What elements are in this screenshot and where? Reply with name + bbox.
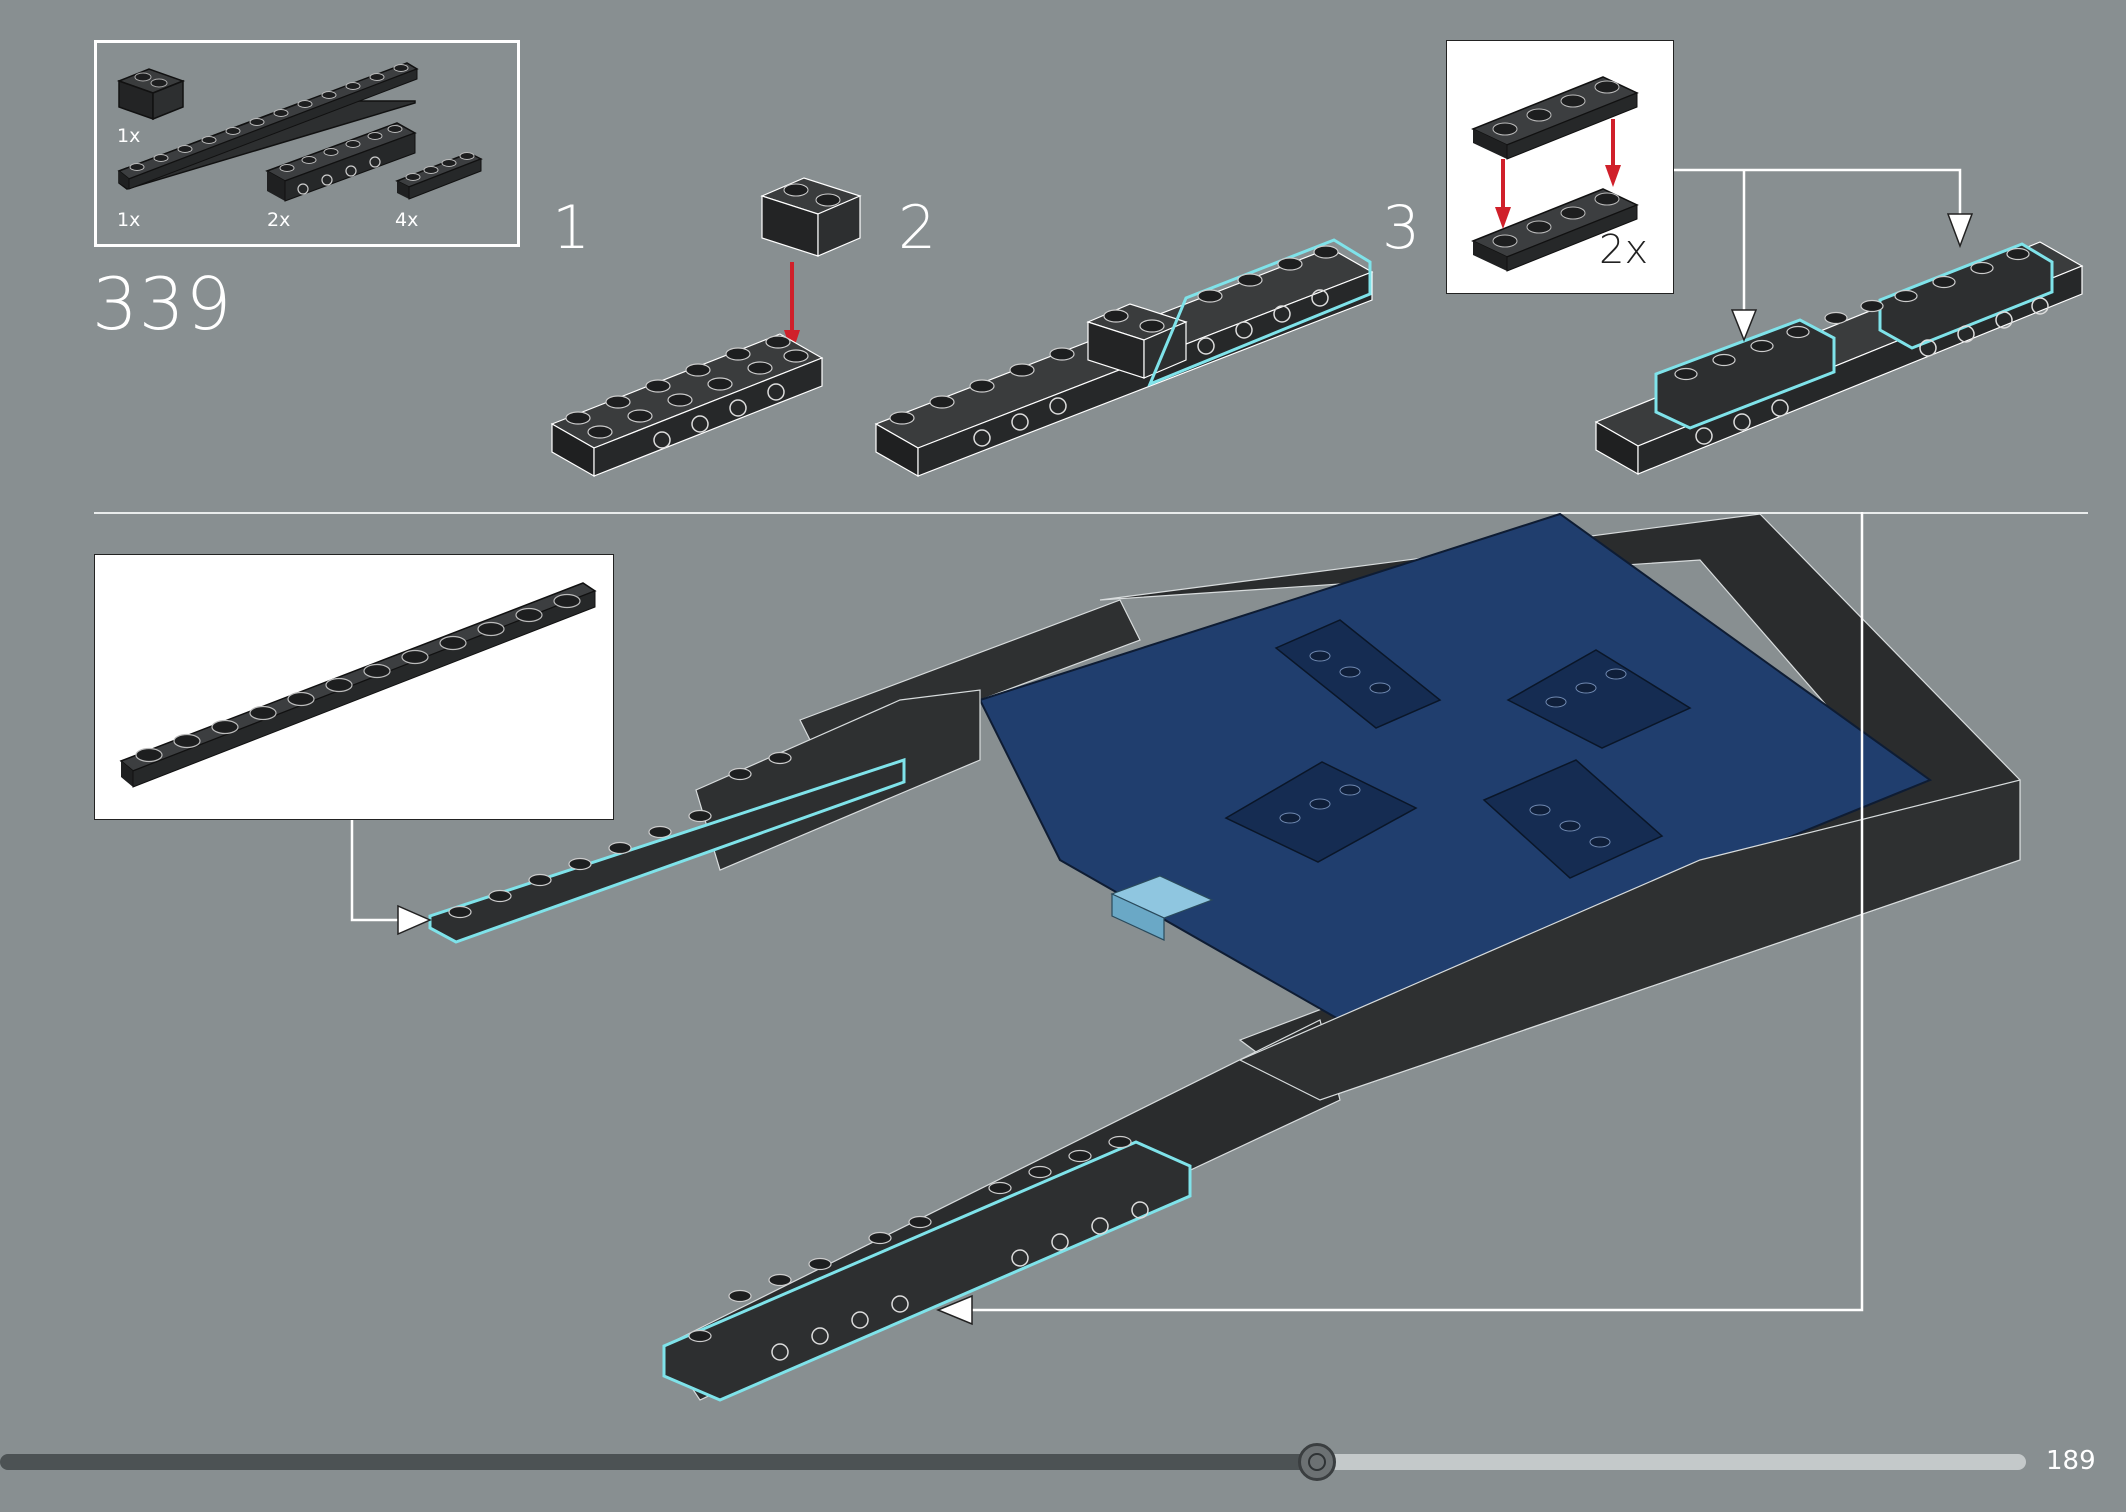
1x4-plate-icon bbox=[1471, 76, 1639, 160]
section-divider bbox=[94, 512, 2088, 514]
qty-brick-1x2: 1x bbox=[117, 125, 141, 147]
substep3-inset-art bbox=[1471, 76, 1639, 272]
progress-track-remaining bbox=[1307, 1454, 2026, 1470]
substep1-assembly bbox=[550, 177, 862, 478]
parts-callout: 1x 1x 2x 4x bbox=[94, 40, 520, 247]
substep2-assembly bbox=[874, 238, 1374, 478]
progress-knob[interactable] bbox=[1298, 1443, 1336, 1481]
substep-label-2: 2 bbox=[898, 193, 937, 263]
qty-plate-1x4: 4x bbox=[395, 209, 419, 231]
step-number: 339 bbox=[92, 262, 233, 346]
substep3-assembly bbox=[1594, 168, 2084, 476]
substep-label-3: 3 bbox=[1382, 193, 1421, 263]
top-row-art bbox=[550, 168, 2084, 478]
1x6-plate-with-studs-on-side-icon bbox=[265, 122, 417, 202]
substep-label-1: 1 bbox=[552, 193, 591, 263]
progress-track-completed bbox=[0, 1454, 1317, 1470]
plate-callout-inset bbox=[94, 554, 614, 820]
1x12-plate-icon bbox=[117, 62, 419, 190]
substep3-inset: 2x bbox=[1446, 40, 1674, 294]
qty-plate-studs-side: 2x bbox=[267, 209, 291, 231]
1x4-plate-icon bbox=[395, 152, 483, 200]
1x2-brick-icon bbox=[116, 68, 186, 121]
progress-knob-center bbox=[1308, 1453, 1326, 1471]
parts-callout-art bbox=[116, 62, 483, 202]
1x12-plate-icon bbox=[119, 582, 597, 788]
qty-plate-1x12: 1x bbox=[117, 209, 141, 231]
page-number: 189 bbox=[2046, 1446, 2096, 1476]
1x4-plate-icon bbox=[1471, 188, 1639, 272]
inset-multiplier: 2x bbox=[1599, 227, 1649, 273]
